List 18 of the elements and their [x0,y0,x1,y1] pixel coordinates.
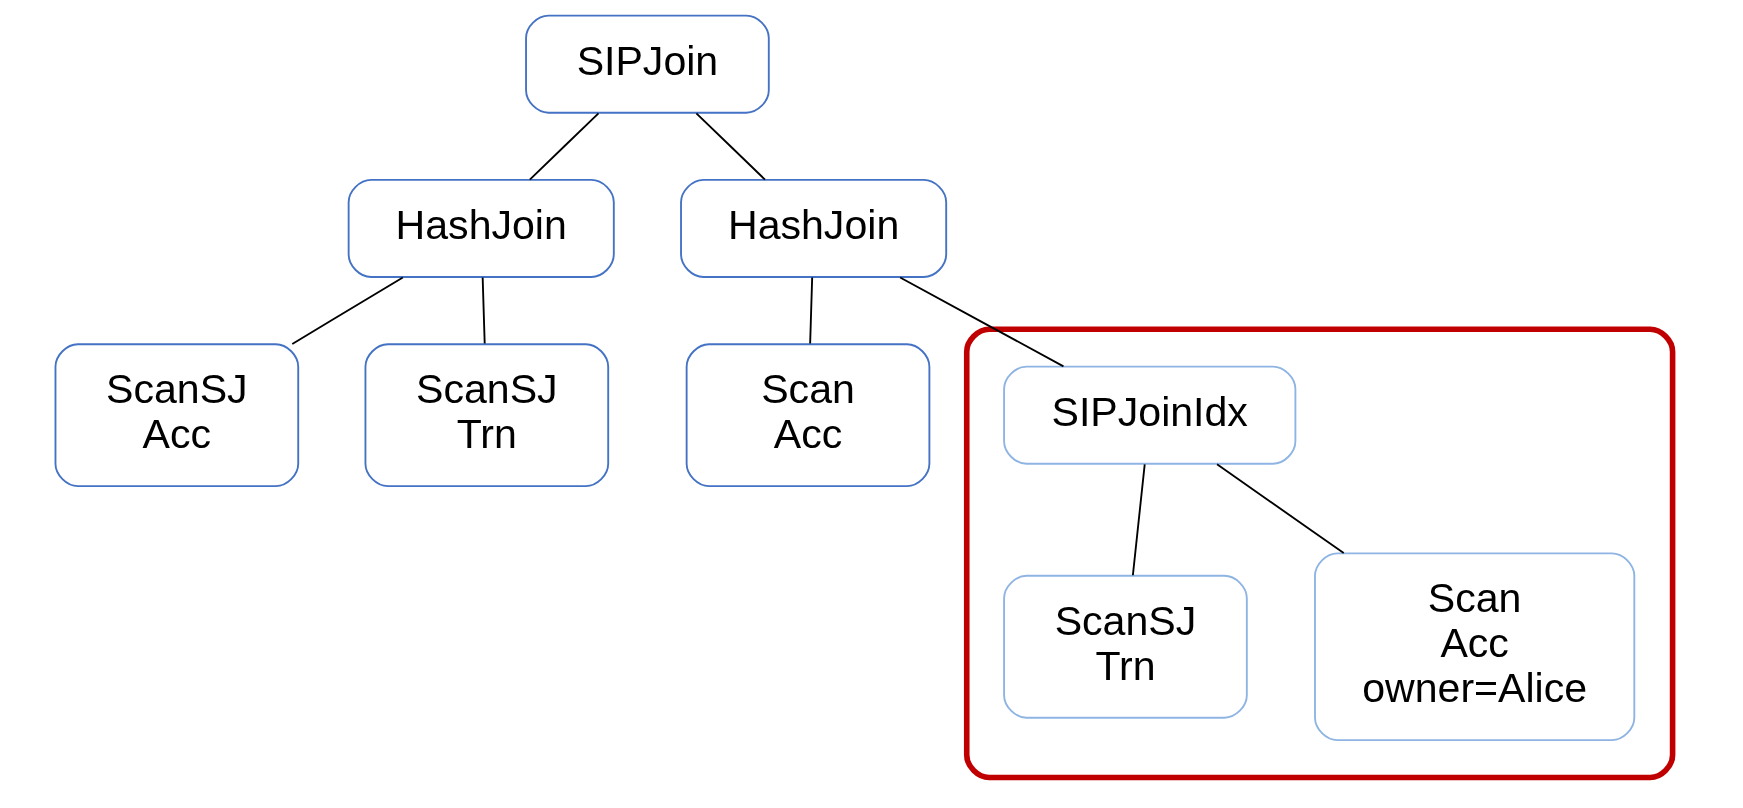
node-box: SIPJoin [525,14,770,114]
connector [809,276,814,345]
node-box: ScanSJ Trn [364,343,610,488]
node-box: SIPJoinIdx [1003,365,1297,465]
node-box: Scan Acc [685,343,931,488]
node-box: ScanSJ Acc [54,343,300,488]
connector [481,276,486,345]
connector [899,276,1065,368]
connector [291,276,404,345]
node-box: HashJoin [680,179,948,278]
node-box: Scan Acc owner=Alice [1314,552,1636,742]
connector [1131,463,1146,577]
cluster [963,326,1676,781]
connector [1216,463,1345,554]
node-box: HashJoin [347,179,615,278]
connector [695,112,766,181]
node-box: ScanSJ Trn [1003,574,1248,719]
connector [528,112,600,181]
